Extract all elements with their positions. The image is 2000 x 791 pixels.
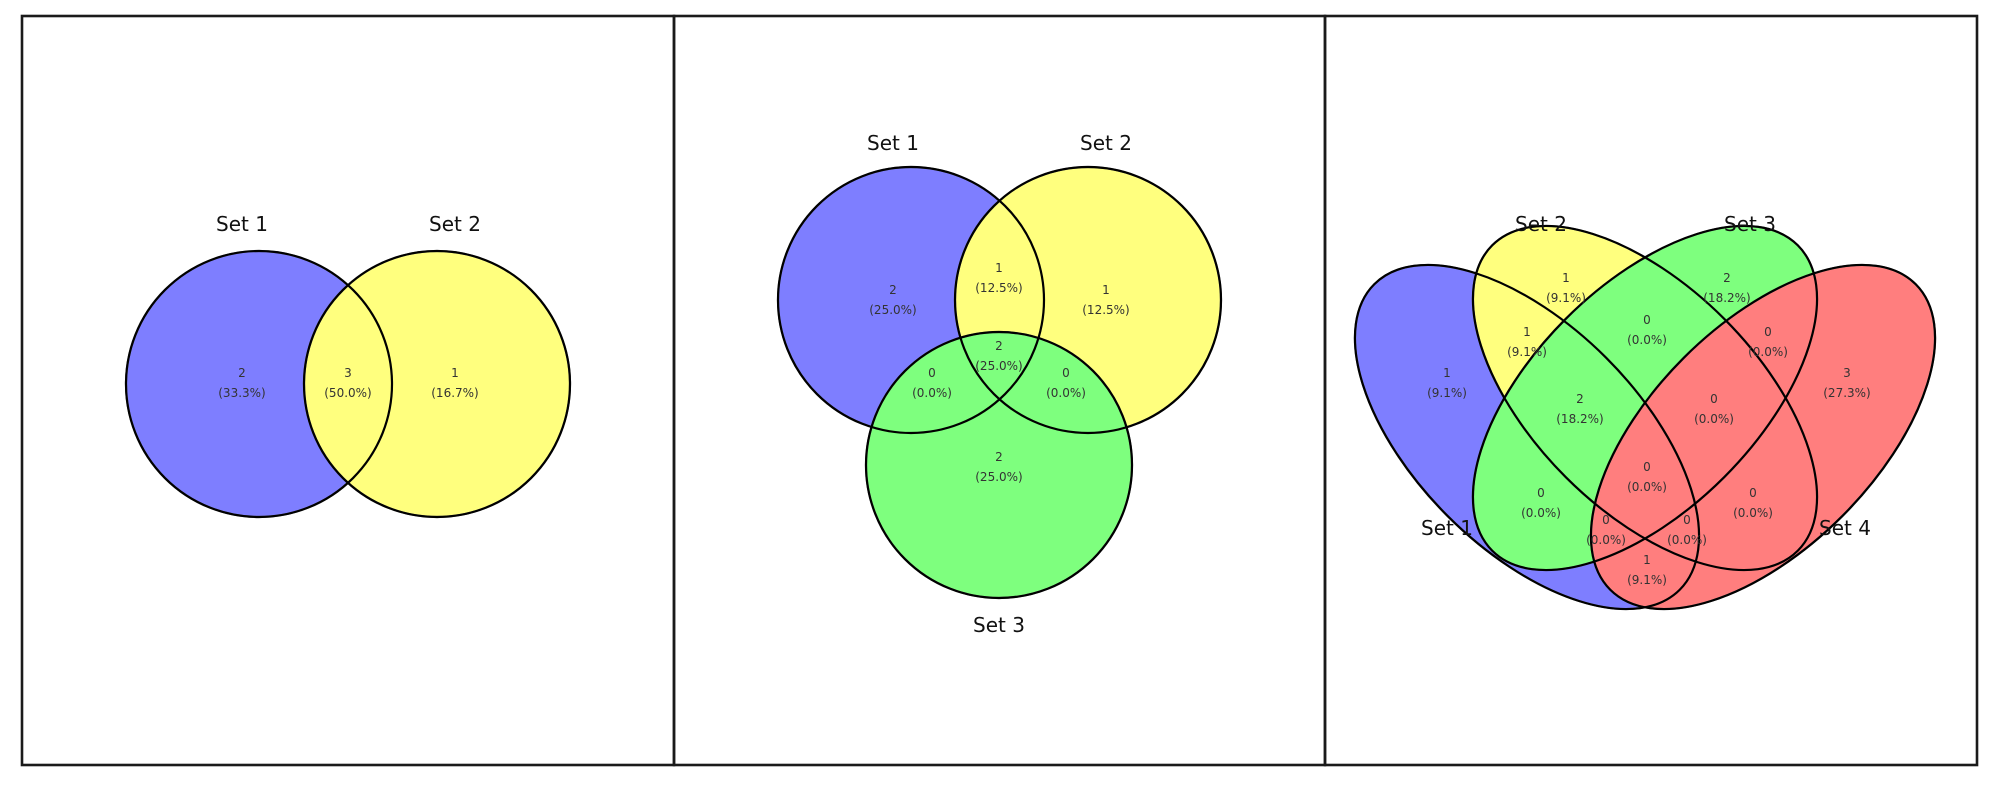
region-percent: (9.1%) <box>1427 386 1467 400</box>
region-label: 1 (12.5%) <box>975 261 1022 295</box>
region-count: 1 <box>1102 283 1110 297</box>
set-1-outline <box>776 165 1046 435</box>
region-label: 3 (50.0%) <box>324 366 371 400</box>
region-percent: (0.0%) <box>1046 386 1086 400</box>
region-label: 1 (9.1%) <box>1507 325 1547 359</box>
region-label: 2 (25.0%) <box>975 450 1022 484</box>
region-percent: (0.0%) <box>1627 333 1667 347</box>
region-percent: (9.1%) <box>1546 291 1586 305</box>
set-label: Set 4 <box>1819 516 1871 540</box>
region-count: 0 <box>1749 486 1757 500</box>
region-count: 2 <box>1723 271 1731 285</box>
region-percent: (0.0%) <box>1667 533 1707 547</box>
region-label: 2 (33.3%) <box>218 366 265 400</box>
region-label: 2 (18.2%) <box>1703 271 1750 305</box>
set-1-outline <box>124 249 394 519</box>
region-label: 0 (0.0%) <box>1748 325 1788 359</box>
region-count: 0 <box>1643 313 1651 327</box>
region-label: 0 (0.0%) <box>1627 460 1667 494</box>
region-count: 2 <box>995 450 1003 464</box>
region-count: 1 <box>1443 366 1451 380</box>
region-label: 0 (0.0%) <box>1694 392 1734 426</box>
set-label: Set 2 <box>1080 131 1132 155</box>
set-label: Set 2 <box>1515 212 1567 236</box>
set-1-outline <box>1353 263 1701 611</box>
region-count: 0 <box>1062 366 1070 380</box>
set-2-outline <box>302 249 572 519</box>
region-percent: (0.0%) <box>1627 480 1667 494</box>
set-label: Set 1 <box>216 212 268 236</box>
set-3-outline <box>1471 224 1819 572</box>
region-count: 1 <box>1562 271 1570 285</box>
set-2-outline <box>1471 224 1819 572</box>
region-label: 1 (9.1%) <box>1427 366 1467 400</box>
region-percent: (18.2%) <box>1556 412 1603 426</box>
region-percent: (25.0%) <box>975 470 1022 484</box>
region-percent: (0.0%) <box>1733 506 1773 520</box>
set-2-outline <box>953 165 1223 435</box>
panel-frame <box>1323 14 1979 767</box>
set-label: Set 2 <box>429 212 481 236</box>
region-label: 1 (16.7%) <box>431 366 478 400</box>
region-count: 2 <box>889 283 897 297</box>
region-label: 3 (27.3%) <box>1823 366 1870 400</box>
set-label: Set 3 <box>1724 212 1776 236</box>
region-count: 0 <box>1764 325 1772 339</box>
region-percent: (9.1%) <box>1627 573 1667 587</box>
set-label: Set 1 <box>867 131 919 155</box>
region-percent: (12.5%) <box>1082 303 1129 317</box>
region-percent: (12.5%) <box>975 281 1022 295</box>
set-label: Set 1 <box>1421 516 1473 540</box>
region-label: 0 (0.0%) <box>1586 513 1626 547</box>
set-3-outline <box>864 330 1134 600</box>
set-2-circle <box>302 249 572 519</box>
region-percent: (18.2%) <box>1703 291 1750 305</box>
region-count: 2 <box>1576 392 1584 406</box>
region-percent: (0.0%) <box>1748 345 1788 359</box>
venn-panel-2-sets: Set 1 Set 2 2 (33.3%) 3 (50.0%) 1 (16.7%… <box>20 14 676 767</box>
region-percent: (25.0%) <box>975 359 1022 373</box>
region-percent: (0.0%) <box>912 386 952 400</box>
region-count: 3 <box>344 366 352 380</box>
venn-panel-3-sets: Set 1 Set 2 Set 3 2 (25.0%) 1 (12.5%) 1 … <box>672 14 1327 767</box>
region-percent: (0.0%) <box>1521 506 1561 520</box>
set-label: Set 3 <box>973 613 1025 637</box>
region-label: 0 (0.0%) <box>912 366 952 400</box>
region-percent: (27.3%) <box>1823 386 1870 400</box>
set-4-outline <box>1589 263 1937 611</box>
region-percent: (16.7%) <box>431 386 478 400</box>
region-label: 0 (0.0%) <box>1521 486 1561 520</box>
region-count: 0 <box>1537 486 1545 500</box>
region-label: 1 (9.1%) <box>1546 271 1586 305</box>
region-count: 1 <box>1523 325 1531 339</box>
region-count: 0 <box>1710 392 1718 406</box>
region-label: 1 (9.1%) <box>1627 553 1667 587</box>
region-label: 1 (12.5%) <box>1082 283 1129 317</box>
region-count: 0 <box>928 366 936 380</box>
region-label: 0 (0.0%) <box>1667 513 1707 547</box>
region-percent: (0.0%) <box>1694 412 1734 426</box>
region-label: 0 (0.0%) <box>1733 486 1773 520</box>
region-count: 1 <box>1643 553 1651 567</box>
region-label: 0 (0.0%) <box>1046 366 1086 400</box>
region-count: 2 <box>995 339 1003 353</box>
region-percent: (50.0%) <box>324 386 371 400</box>
region-percent: (0.0%) <box>1586 533 1626 547</box>
region-percent: (25.0%) <box>869 303 916 317</box>
region-count: 0 <box>1602 513 1610 527</box>
region-label: 2 (18.2%) <box>1556 392 1603 426</box>
region-count: 3 <box>1843 366 1851 380</box>
region-count: 2 <box>238 366 246 380</box>
region-label: 2 (25.0%) <box>869 283 916 317</box>
region-label: 0 (0.0%) <box>1627 313 1667 347</box>
region-percent: (33.3%) <box>218 386 265 400</box>
region-count: 0 <box>1643 460 1651 474</box>
region-label: 2 (25.0%) <box>975 339 1022 373</box>
region-count: 0 <box>1683 513 1691 527</box>
region-count: 1 <box>451 366 459 380</box>
region-percent: (9.1%) <box>1507 345 1547 359</box>
venn-panel-4-sets: Set 1 Set 2 Set 3 Set 4 1 (9.1%) 2 (18.2… <box>1323 14 1979 767</box>
region-count: 1 <box>995 261 1003 275</box>
